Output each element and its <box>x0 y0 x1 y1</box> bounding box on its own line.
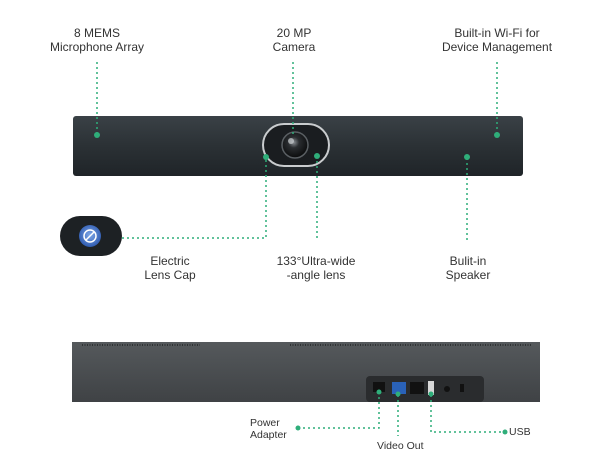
label-power: Power Adapter <box>250 417 287 441</box>
label-lens-cap: Electric Lens Cap <box>130 254 210 282</box>
power-port <box>373 382 385 392</box>
hdmi-port <box>392 382 406 394</box>
lens-dot <box>314 153 320 159</box>
label-lens-line1: 133°Ultra-wide <box>276 254 356 268</box>
label-mic-array-line2: Microphone Array <box>49 40 145 54</box>
label-mic-array-line1: 8 MEMS <box>73 26 120 40</box>
label-lens-cap-line2: Lens Cap <box>144 268 196 282</box>
mic-dot <box>94 132 100 138</box>
label-mic-array: 8 MEMS Microphone Array <box>40 26 154 54</box>
label-camera-line1: 20 MP <box>276 26 312 40</box>
label-wifi-line2: Device Management <box>441 40 553 54</box>
label-usb: USB <box>509 426 531 438</box>
label-camera: 20 MP Camera <box>250 26 338 54</box>
label-lens: 133°Ultra-wide -angle lens <box>256 254 376 282</box>
label-wifi-line1: Built-in Wi-Fi for <box>454 26 540 40</box>
leader-usb <box>430 395 505 433</box>
label-speaker: Bulit-in Speaker <box>430 254 506 282</box>
leader-power <box>298 393 380 429</box>
label-lens-line2: -angle lens <box>286 268 346 282</box>
label-camera-line2: Camera <box>272 40 316 54</box>
ethernet-port <box>410 382 424 394</box>
label-lens-cap-line1: Electric <box>150 254 190 268</box>
lens-cap-dot <box>263 154 269 160</box>
usb-port <box>428 381 434 395</box>
label-power-line1: Power <box>250 417 280 429</box>
small-port <box>460 384 464 392</box>
label-power-line2: Adapter <box>250 429 287 441</box>
label-wifi: Built-in Wi-Fi for Device Management <box>432 26 562 54</box>
label-video-out: Video Out <box>377 440 424 452</box>
camera-lens <box>281 131 309 159</box>
button-port <box>444 386 450 392</box>
label-speaker-line2: Speaker <box>445 268 491 282</box>
speaker-dot <box>464 154 470 160</box>
label-speaker-line1: Bulit-in <box>449 254 487 268</box>
wifi-dot <box>494 132 500 138</box>
